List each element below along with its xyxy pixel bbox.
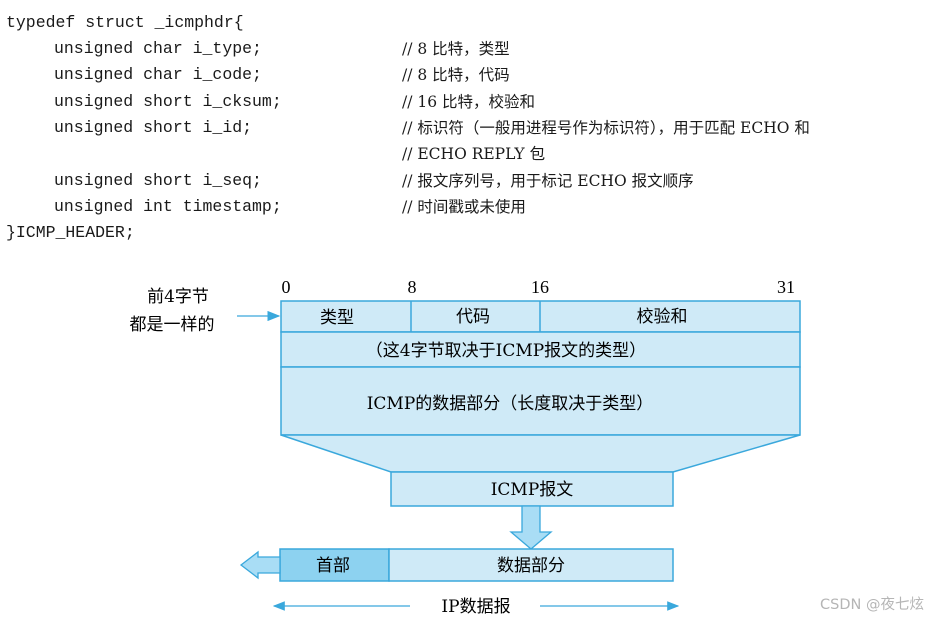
second-word-text: （这4字节取决于ICMP报文的类型） xyxy=(366,341,646,361)
code-line: unsigned char i_type; // 8 比特，类型 xyxy=(6,36,510,62)
code-line: // ECHO REPLY 包 xyxy=(6,141,545,168)
left-arrow-icon xyxy=(239,550,281,580)
code-comment: // 标识符（一般用进程号作为标识符），用于匹配 ECHO 和 xyxy=(402,118,810,137)
icmp-message-box xyxy=(390,471,674,507)
bit-8: 8 xyxy=(408,277,417,297)
icmp-data-text: ICMP的数据部分（长度取决于类型） xyxy=(367,394,654,414)
side-label-line2: 都是一样的 xyxy=(130,315,215,335)
code-comment: // 时间戳或未使用 xyxy=(402,198,526,217)
code-line: unsigned int timestamp; // 时间戳或未使用 xyxy=(6,194,526,220)
ip-data-box xyxy=(388,548,674,582)
code-comment: // 8 比特，代码 xyxy=(402,66,510,85)
code-comment: // 报文序列号，用于标记 ECHO 报文顺序 xyxy=(402,171,694,190)
code-line: unsigned char i_code; // 8 比特，代码 xyxy=(6,62,510,88)
code-comment: // 8 比特，类型 xyxy=(402,40,510,59)
down-arrow-icon xyxy=(509,505,553,550)
field-checksum: 校验和 xyxy=(637,307,688,327)
code-text: unsigned char i_type; xyxy=(54,39,262,59)
code-text: }ICMP_HEADER; xyxy=(6,223,135,243)
ip-header-box xyxy=(279,548,390,582)
code-text: unsigned short i_cksum; xyxy=(54,91,282,111)
code-comment: // ECHO REPLY 包 xyxy=(402,144,546,163)
code-line: typedef struct _icmphdr{ xyxy=(6,10,282,36)
code-comment: // 16 比特，校验和 xyxy=(402,92,536,111)
code-text: unsigned char i_code; xyxy=(54,65,262,85)
code-text: unsigned short i_id; xyxy=(54,117,253,137)
watermark: CSDN @夜七炫 xyxy=(820,597,924,613)
code-line: unsigned short i_seq; // 报文序列号，用于标记 ECHO … xyxy=(6,168,694,194)
ip-header-label: 首部 xyxy=(316,556,350,576)
bit-31: 31 xyxy=(777,277,795,297)
code-line: unsigned short i_id; // 标识符（一般用进程号作为标识符），… xyxy=(6,115,810,141)
code-text: unsigned int timestamp; xyxy=(54,197,282,217)
code-line: }ICMP_HEADER; xyxy=(6,220,282,246)
field-type: 类型 xyxy=(320,308,354,328)
funnel xyxy=(280,434,801,473)
bit-0: 0 xyxy=(282,277,291,297)
ip-datagram-label: IP数据报 xyxy=(441,597,510,617)
code-listing: typedef struct _icmphdr{ unsigned char i… xyxy=(6,10,810,247)
bit-16: 16 xyxy=(531,277,549,297)
icmp-message-label: ICMP报文 xyxy=(491,480,574,500)
ip-data-label: 数据部分 xyxy=(497,556,565,576)
code-text: typedef struct _icmphdr{ xyxy=(6,13,244,32)
code-line: unsigned short i_cksum; // 16 比特，校验和 xyxy=(6,89,535,115)
side-label-line1: 前4字节 xyxy=(147,287,209,307)
code-text: unsigned short i_seq; xyxy=(54,170,262,190)
field-code: 代码 xyxy=(456,307,490,327)
